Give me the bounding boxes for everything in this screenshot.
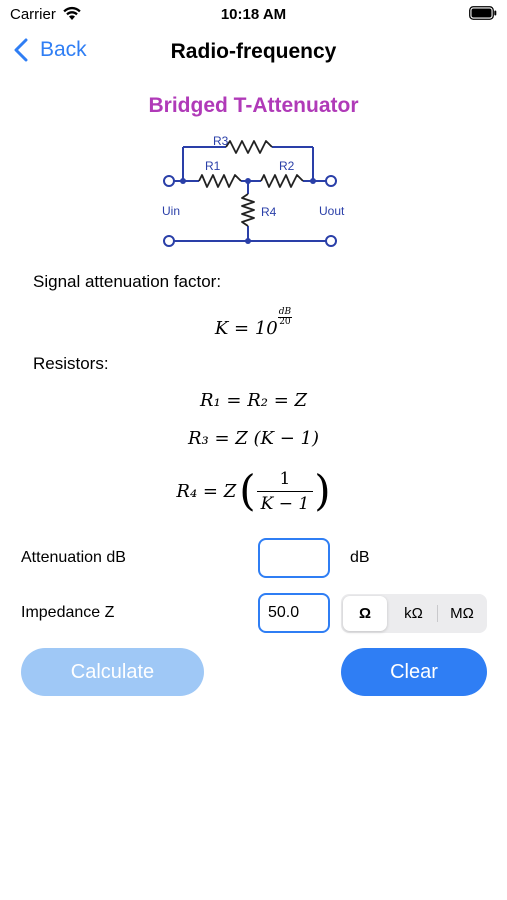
chevron-left-icon: [14, 38, 28, 62]
attenuation-factor-label: Signal attenuation factor:: [33, 272, 222, 291]
impedance-unit-selector: Ω kΩ MΩ: [341, 594, 487, 633]
status-bar: Carrier 10:18 AM: [0, 0, 507, 30]
calculate-button[interactable]: Calculate: [21, 648, 204, 696]
back-button[interactable]: Back: [14, 38, 87, 62]
page-title: Bridged T-Attenuator: [148, 94, 359, 117]
navigation-bar: Back Radio-frequency: [0, 30, 507, 76]
unit-ohm-segment[interactable]: Ω: [343, 596, 387, 631]
k-formula-base: K = 10: [214, 318, 278, 339]
status-time: 10:18 AM: [220, 6, 287, 23]
k-exp-denominator: 20: [279, 317, 291, 327]
attenuation-db-label: Attenuation dB: [21, 549, 126, 566]
r3-label: R3: [213, 134, 229, 148]
uin-label: Uin: [162, 204, 180, 218]
unit-kohm-segment[interactable]: kΩ: [404, 605, 423, 622]
k-exp-numerator: dB: [277, 307, 293, 318]
back-label: Back: [40, 38, 87, 61]
r1-r2-formula: R₁ = R₂ = Z: [199, 390, 308, 411]
wifi-icon: [62, 5, 82, 26]
r3-formula: R₃ = Z (K − 1): [188, 428, 319, 449]
r2-label: R2: [279, 159, 295, 173]
r4-formula-lhs: R₄ = Z: [176, 480, 237, 502]
attenuation-unit-label: dB: [350, 549, 370, 566]
r4-denominator: K − 1: [260, 493, 310, 514]
resistors-label: Resistors:: [33, 354, 109, 373]
carrier-label: Carrier: [10, 6, 56, 23]
segment-divider: [437, 605, 438, 622]
r4-formula: R₄ = Z ( 1 K − 1 ): [176, 466, 331, 515]
impedance-label: Impedance Z: [21, 604, 115, 621]
battery-icon: [469, 6, 497, 25]
r4-label: R4: [261, 205, 277, 219]
uout-label: Uout: [319, 204, 345, 218]
impedance-input[interactable]: [258, 593, 330, 633]
unit-mohm-segment[interactable]: MΩ: [450, 605, 474, 622]
attenuation-db-input[interactable]: [258, 538, 330, 578]
r1-label: R1: [205, 159, 221, 173]
nav-title: Radio-frequency: [170, 40, 337, 63]
r4-numerator: 1: [279, 468, 291, 489]
clear-button[interactable]: Clear: [341, 648, 487, 696]
bridged-t-circuit-diagram: R3 R1 R2 R4 Uin Uout: [162, 134, 345, 247]
